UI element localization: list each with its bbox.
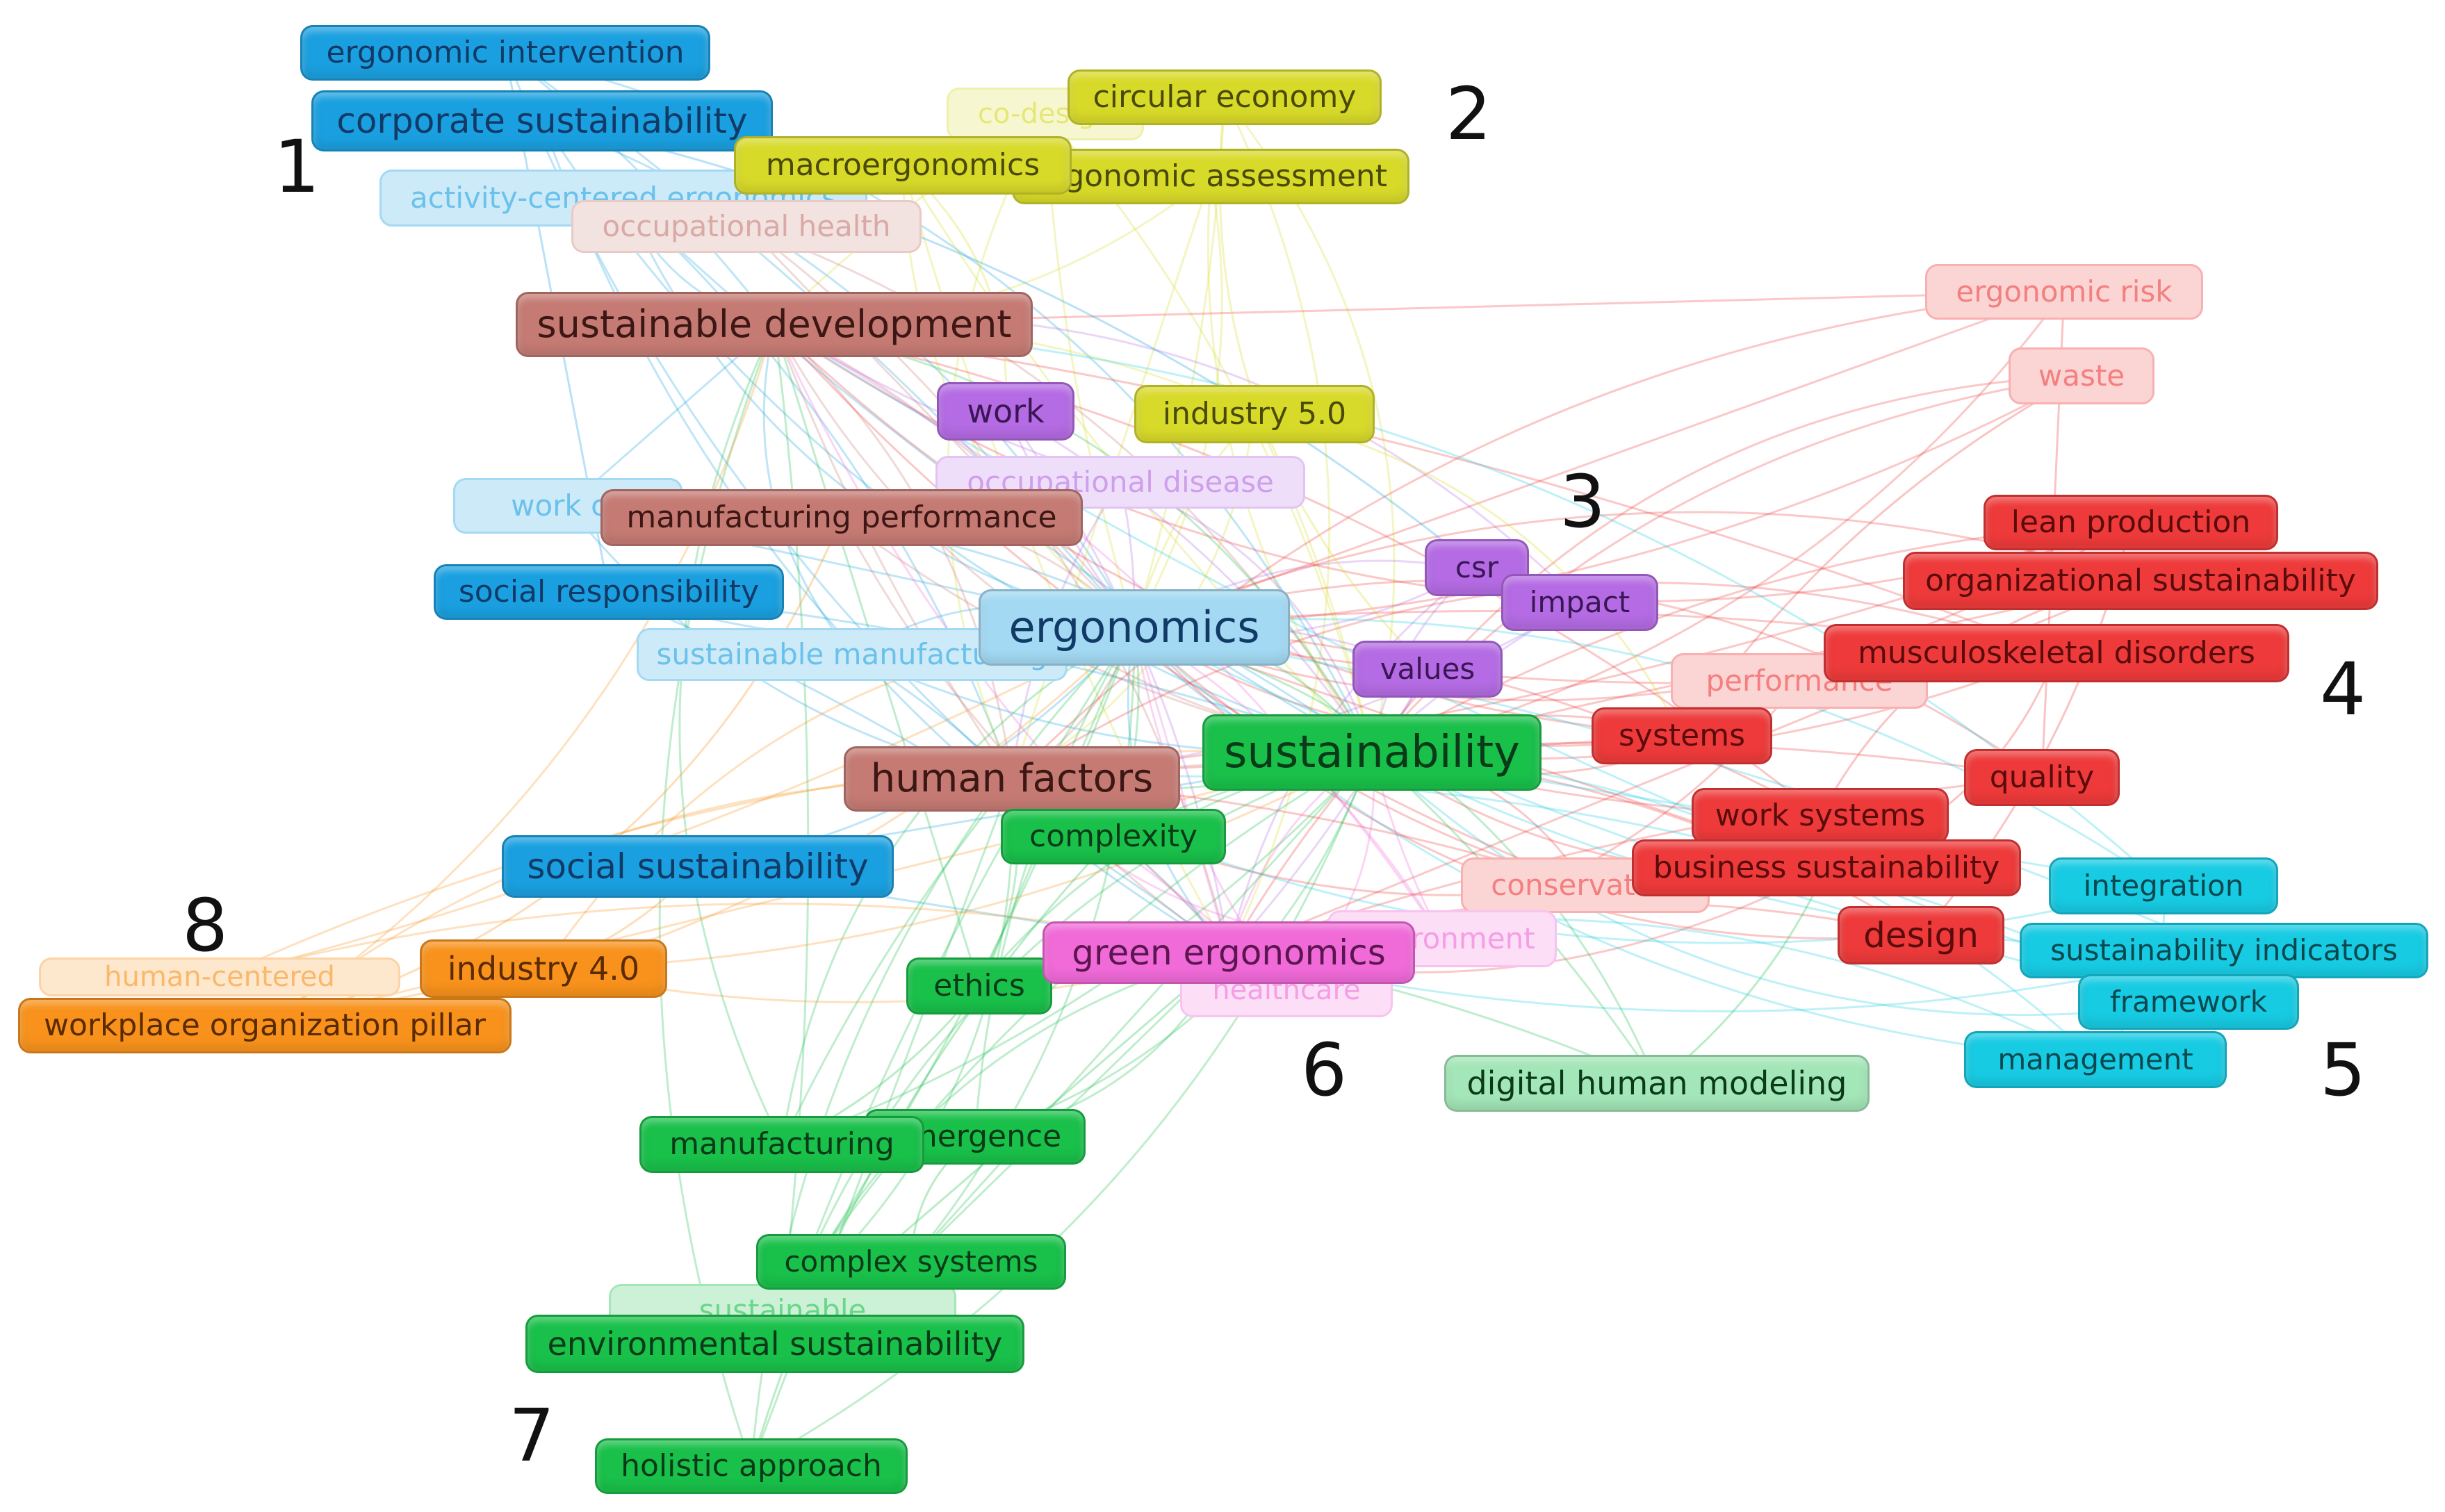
node-manufacturing[interactable]: manufacturing: [639, 1116, 924, 1173]
node-holistic-approach[interactable]: holistic approach: [595, 1438, 908, 1494]
cluster-number-5: 5: [2320, 1028, 2366, 1112]
node-organizational-sustainability[interactable]: organizational sustainability: [1903, 552, 2378, 610]
node-ergonomic-intervention[interactable]: ergonomic intervention: [300, 25, 710, 81]
link-sustainable-development-human-factors: [773, 324, 1013, 780]
link-manufacturing-sustainable-development: [678, 324, 783, 1145]
link-healthcare-sustainable-development: [773, 324, 1287, 992]
node-green-ergonomics[interactable]: green ergonomics: [1042, 921, 1415, 984]
cluster-number-7: 7: [509, 1393, 555, 1478]
link-complex-systems-sustainability: [910, 751, 1373, 1263]
node-sustainability[interactable]: sustainability: [1202, 714, 1542, 791]
node-work[interactable]: work: [937, 382, 1074, 441]
cluster-number-4: 4: [2320, 647, 2366, 732]
link-waste-green-ergonomics: [1227, 375, 2082, 953]
link-human-centered-ergonomics: [219, 626, 1135, 978]
link-activity-centered-ergonomics-human-factors: [622, 197, 1013, 780]
node-environmental-sustainability[interactable]: environmental sustainability: [525, 1315, 1024, 1373]
link-manufacturing-human-factors: [780, 778, 1013, 1145]
node-work-systems[interactable]: work systems: [1692, 788, 1949, 844]
node-ergonomic-assessment[interactable]: ergonomic assessment: [1012, 149, 1409, 204]
node-industry-5-0[interactable]: industry 5.0: [1134, 385, 1375, 443]
cluster-number-3: 3: [1560, 459, 1606, 544]
cluster-number-6: 6: [1301, 1028, 1348, 1112]
node-musculoskeletal-disorders[interactable]: musculoskeletal disorders: [1824, 624, 2289, 682]
node-framework[interactable]: framework: [2078, 974, 2299, 1030]
node-human-centered[interactable]: human-centered: [39, 958, 400, 996]
link-values-green-ergonomics: [1227, 668, 1429, 954]
node-macroergonomics[interactable]: macroergonomics: [734, 136, 1072, 195]
node-sustainability-indicators[interactable]: sustainability indicators: [2020, 923, 2428, 978]
node-occupational-health[interactable]: occupational health: [571, 200, 922, 253]
link-framework-human-factors: [1011, 775, 2189, 1003]
link-framework-sustainability: [1371, 751, 2189, 1017]
node-social-sustainability[interactable]: social sustainability: [502, 835, 894, 898]
node-design[interactable]: design: [1838, 906, 2004, 964]
node-management[interactable]: management: [1964, 1031, 2227, 1088]
node-quality[interactable]: quality: [1964, 749, 2120, 806]
node-ergonomics[interactable]: ergonomics: [979, 589, 1290, 666]
node-industry-4-0[interactable]: industry 4.0: [420, 939, 667, 998]
link-manufacturing-ergonomics: [780, 626, 1135, 1145]
node-manufacturing-performance[interactable]: manufacturing performance: [600, 489, 1083, 546]
link-corporate-sustainability-csr: [541, 120, 1478, 569]
cluster-number-8: 8: [182, 883, 229, 968]
link-work-sustainability: [1005, 410, 1373, 753]
node-workplace-organization-pillar[interactable]: workplace organization pillar: [18, 998, 512, 1053]
node-circular-economy[interactable]: circular economy: [1068, 69, 1382, 125]
link-occupational-health-sustainability: [746, 225, 1373, 753]
link-emergence-ergonomics: [974, 627, 1136, 1137]
node-complex-systems[interactable]: complex systems: [756, 1234, 1066, 1290]
node-complexity[interactable]: complexity: [1001, 809, 1226, 864]
node-lean-production[interactable]: lean production: [1984, 495, 2278, 550]
node-waste[interactable]: waste: [2009, 347, 2154, 404]
link-human-centered-sustainability: [219, 748, 1373, 978]
node-integration[interactable]: integration: [2049, 857, 2278, 914]
node-ethics[interactable]: ethics: [906, 958, 1052, 1014]
link-industry-4-0-sustainability: [543, 751, 1373, 970]
node-business-sustainability[interactable]: business sustainability: [1632, 839, 2021, 896]
link-green-ergonomics-ergonomics: [1133, 627, 1230, 953]
cluster-number-2: 2: [1446, 72, 1492, 156]
link-holistic-approach-sustainability: [751, 752, 1373, 1468]
node-sustainable-development[interactable]: sustainable development: [516, 292, 1033, 357]
link-circular-economy-green-ergonomics: [1223, 97, 1331, 953]
node-ergonomic-risk[interactable]: ergonomic risk: [1925, 264, 2203, 320]
node-occupational-disease[interactable]: occupational disease: [935, 456, 1305, 509]
node-corporate-sustainability[interactable]: corporate sustainability: [311, 90, 773, 151]
node-social-responsibility[interactable]: social responsibility: [434, 564, 784, 620]
node-impact[interactable]: impact: [1501, 574, 1658, 631]
link-workplace-organization-pillar-sustainable-development: [264, 324, 776, 1027]
node-human-factors[interactable]: human factors: [844, 746, 1180, 812]
node-values[interactable]: values: [1352, 641, 1503, 698]
link-ergonomic-risk-ergonomics: [1134, 290, 2065, 629]
node-digital-human-modeling[interactable]: digital human modeling: [1444, 1055, 1870, 1112]
node-systems[interactable]: systems: [1592, 707, 1772, 764]
